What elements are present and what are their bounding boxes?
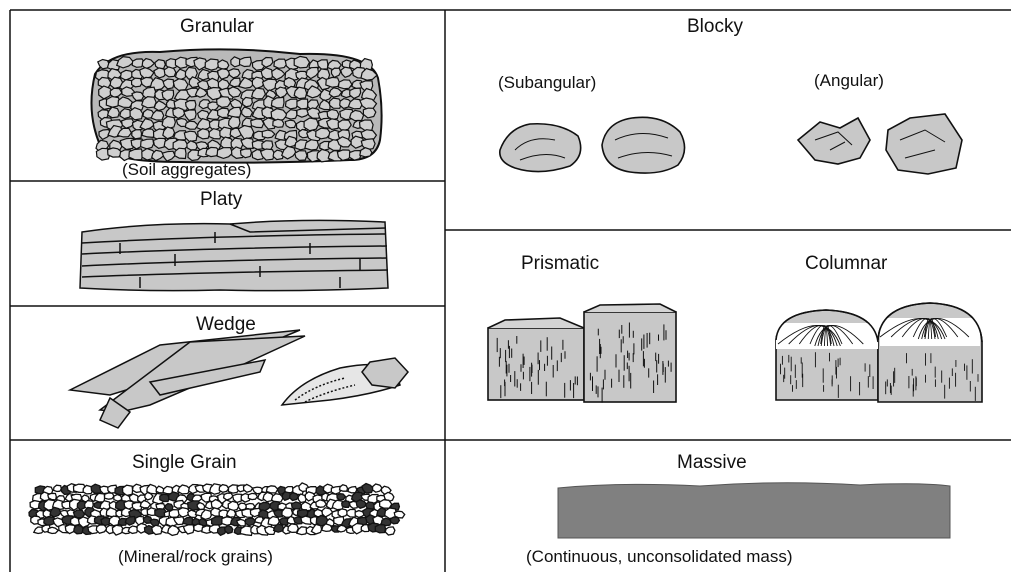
prismatic-title: Prismatic [521,253,599,275]
wedge-title: Wedge [196,314,256,336]
prismatic-illustration [488,304,676,403]
massive-caption: (Continuous, unconsolidated mass) [526,547,792,567]
blocky-angular-label: (Angular) [814,71,884,91]
platy-title: Platy [200,189,242,211]
columnar-illustration [776,303,982,402]
single-grain-caption: (Mineral/rock grains) [118,547,273,567]
massive-title: Massive [677,452,747,474]
single-grain-illustration [29,483,405,536]
wedge-illustration [70,330,408,428]
massive-illustration [558,483,950,538]
blocky-angular-illustration [798,114,962,174]
blocky-subangular-label: (Subangular) [498,73,596,93]
blocky-title: Blocky [687,16,743,38]
single-grain-title: Single Grain [132,452,237,474]
columnar-title: Columnar [805,253,887,275]
granular-caption: (Soil aggregates) [122,160,251,180]
blocky-subangular-illustration [500,117,685,173]
platy-illustration [80,220,388,290]
granular-title: Granular [180,16,254,38]
granular-illustration [91,49,381,162]
